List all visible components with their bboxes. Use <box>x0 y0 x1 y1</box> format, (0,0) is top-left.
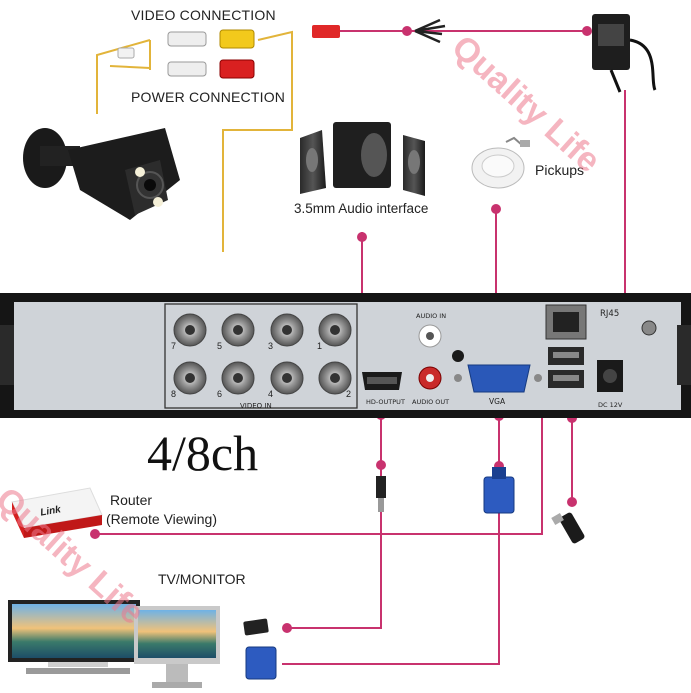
label-rj45: RJ45 <box>600 309 619 319</box>
tv-monitor-large <box>8 600 140 674</box>
bullet-camera <box>23 128 180 220</box>
power-cable-left <box>109 65 151 69</box>
label-audio-out: AUDIO OUT <box>412 398 449 406</box>
label-audio-in: AUDIO IN <box>416 312 446 320</box>
dot-audio-interface <box>357 232 367 242</box>
dot-pickup <box>491 204 501 214</box>
pickups-label: Pickups <box>535 162 585 178</box>
vga-cable <box>245 467 515 680</box>
audio-interface-label: 3.5mm Audio interface <box>294 201 429 216</box>
splitter-cable <box>414 18 446 44</box>
dvr-back-panel <box>0 293 691 418</box>
power-adapter <box>592 14 657 93</box>
port-number-6: 6 <box>217 389 222 399</box>
video-cable-main <box>222 30 293 252</box>
bnc-port <box>221 361 255 395</box>
port-number-3: 3 <box>268 341 273 351</box>
hdmi-cable <box>243 476 386 636</box>
pickup-microphone <box>471 136 530 189</box>
port-number-1: 1 <box>317 341 322 351</box>
ground-screw <box>641 320 657 336</box>
channels-label: 4/8ch <box>147 425 259 481</box>
router-device <box>11 487 103 538</box>
bnc-port <box>221 313 255 347</box>
dot-power-adapter <box>402 26 412 36</box>
panel-labels: VIDEO IN AUDIO IN AUDIO OUT HD-OUTPUT VG… <box>240 309 623 410</box>
bnc-port <box>173 361 207 395</box>
hdmi-port <box>362 372 402 390</box>
label-dc12v: DC 12V <box>598 401 623 409</box>
tv-monitor-small <box>134 606 220 688</box>
rca-white-plug-top <box>167 31 207 47</box>
video-connection-label: VIDEO CONNECTION <box>131 7 276 23</box>
port-number-5: 5 <box>217 341 222 351</box>
port-number-7: 7 <box>171 341 176 351</box>
dot-power-right <box>582 26 592 36</box>
port-number-2: 2 <box>346 389 351 399</box>
dot-hdmi-mid <box>376 460 386 470</box>
rca-white-plug-bottom <box>167 61 207 77</box>
dc-power-jack <box>597 360 623 392</box>
bnc-video-inputs <box>173 313 352 395</box>
vga-port <box>454 364 542 393</box>
bnc-port <box>318 313 352 347</box>
rca-connectors <box>117 25 340 79</box>
dot-hdmi-bottom <box>282 623 292 633</box>
usb-stick <box>551 512 585 544</box>
rca-yellow-plug-left <box>117 47 135 59</box>
rca-yellow-plug-top <box>219 29 255 49</box>
rca-red-plug-bottom <box>219 59 255 79</box>
dot-usb-bottom <box>567 497 577 507</box>
hdmi-wire <box>290 392 382 629</box>
bnc-port <box>270 313 304 347</box>
bnc-port <box>173 313 207 347</box>
speaker-set <box>300 122 425 196</box>
audio-ports <box>418 324 464 390</box>
bnc-port <box>318 361 352 395</box>
rj45-usb-block <box>545 304 587 388</box>
dot-router <box>90 529 100 539</box>
tv-monitor-label: TV/MONITOR <box>158 571 246 587</box>
port-numbers: 7 5 3 1 8 6 4 2 <box>171 341 351 399</box>
label-vga: VGA <box>489 397 506 406</box>
vga-wire <box>282 395 500 665</box>
rca-red-plug-top-right <box>312 25 340 38</box>
bnc-port <box>270 361 304 395</box>
port-number-8: 8 <box>171 389 176 399</box>
label-video-in: VIDEO IN <box>240 402 272 410</box>
router-label: Router <box>110 492 153 508</box>
camera-cables <box>96 30 293 252</box>
router-remote-label: (Remote Viewing) <box>106 511 218 527</box>
power-connection-label: POWER CONNECTION <box>131 89 286 105</box>
router-brand: Link <box>39 504 62 518</box>
video-cable-left <box>96 39 151 114</box>
port-number-4: 4 <box>268 389 273 399</box>
label-hd-output: HD-OUTPUT <box>366 398 405 406</box>
